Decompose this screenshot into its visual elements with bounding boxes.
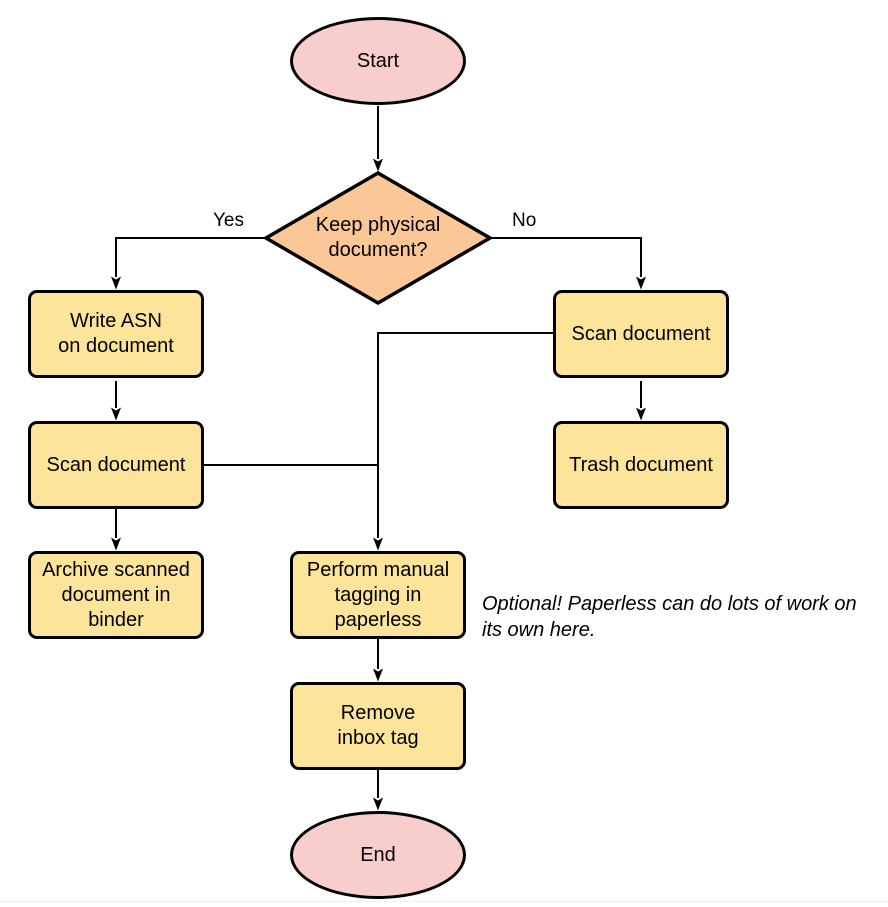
node-end: End <box>290 811 466 899</box>
node-start-label: Start <box>356 49 400 72</box>
edge-label-yes: Yes <box>211 210 246 231</box>
node-scan-document-right: Scan document <box>553 290 729 378</box>
node-trash-document-label: Trash document <box>569 453 713 476</box>
edge-label-no: No <box>510 210 539 231</box>
node-end-label: End <box>360 843 396 866</box>
annotation-optional-note: Optional! Paperless can do lots of work … <box>482 593 857 641</box>
node-remove-inbox-tag-label: Remove inbox tag <box>337 702 419 749</box>
node-scan-document-left: Scan document <box>28 421 204 509</box>
node-trash-document: Trash document <box>553 421 729 509</box>
connector-decision-yes-to-write-asn <box>111 237 265 290</box>
node-start: Start <box>290 17 466 105</box>
decision-diamond-shape <box>262 170 494 306</box>
node-remove-inbox-tag: Remove inbox tag <box>290 682 466 770</box>
node-decision-keep-physical: Keep physical document? <box>268 198 488 278</box>
node-manual-tagging: Perform manual tagging in paperless <box>290 551 466 639</box>
connector-decision-no-to-scan-right <box>491 237 646 290</box>
node-write-asn: Write ASN on document <box>28 290 204 378</box>
node-scan-document-left-label: Scan document <box>46 453 186 476</box>
node-archive-in-binder-label: Archive scanned document in binder <box>42 558 190 631</box>
node-write-asn-label: Write ASN on document <box>58 310 174 357</box>
node-scan-document-right-label: Scan document <box>571 322 711 345</box>
bottom-divider-line <box>0 901 888 902</box>
node-archive-in-binder: Archive scanned document in binder <box>28 551 204 639</box>
node-decision-label: Keep physical document? <box>315 214 441 261</box>
node-manual-tagging-label: Perform manual tagging in paperless <box>306 558 450 631</box>
connector-scan-right-to-tagging <box>373 332 553 551</box>
